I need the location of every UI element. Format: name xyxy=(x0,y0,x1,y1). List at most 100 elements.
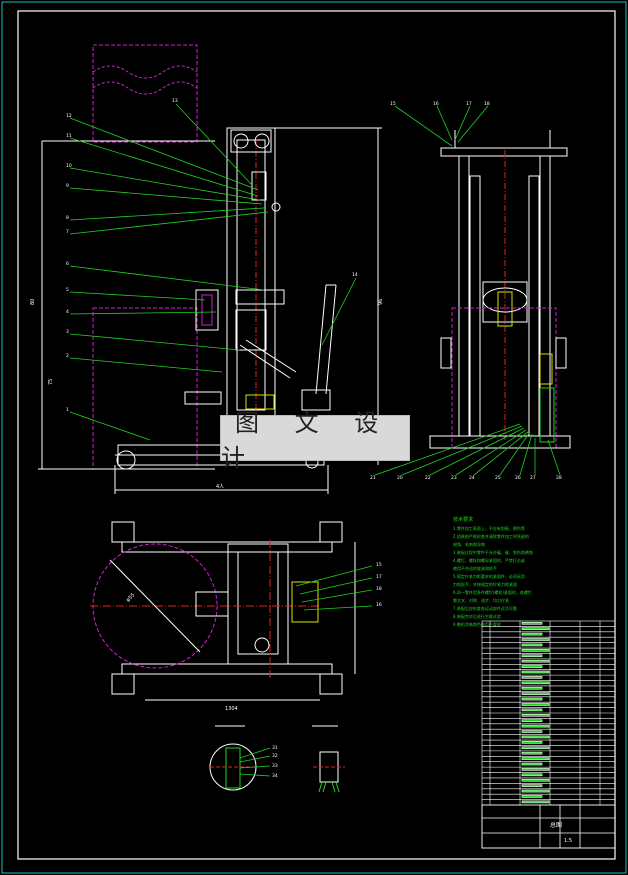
balloon-s-24: 24 xyxy=(469,475,475,481)
parts-list-entry-mark xyxy=(521,670,550,674)
front-view xyxy=(38,44,382,494)
parts-list-entry-mark xyxy=(521,665,543,668)
title-cell: 总图 xyxy=(550,821,562,829)
balloon-f-1: 1 xyxy=(66,407,69,413)
parts-list-entry-mark xyxy=(521,757,550,760)
notes-line: 4.螺钉、螺栓和螺母紧固时，严禁打击或 xyxy=(453,557,525,563)
balloon-s-25: 25 xyxy=(495,475,501,481)
balloon-s-23: 23 xyxy=(451,475,457,481)
parts-list xyxy=(481,620,616,849)
parts-list-entry-mark xyxy=(521,697,543,701)
balloon-f-12: 12 xyxy=(66,113,72,119)
inner-frame xyxy=(17,10,616,860)
parts-list-entry-mark xyxy=(521,692,550,695)
balloon-d-33: 33 xyxy=(272,763,278,769)
parts-list-entry-mark xyxy=(521,768,550,771)
side-view xyxy=(429,130,571,449)
parts-list-entry-mark xyxy=(521,719,543,723)
balloon-s-17: 17 xyxy=(466,101,472,107)
parts-list-entry-mark xyxy=(521,746,550,750)
parts-list-entry-mark xyxy=(521,789,550,793)
parts-list-entry-mark xyxy=(521,649,550,652)
parts-list-entry-mark xyxy=(521,686,543,690)
dim-base-width: 4人 xyxy=(216,484,224,490)
parts-list-entry-mark xyxy=(521,632,543,636)
plan-view xyxy=(90,521,356,701)
notes-line: 使用不合适的旋具和扳手 xyxy=(453,565,497,571)
parts-list-entry-mark xyxy=(521,659,550,663)
notes-line: 需交叉、对称、逐步、均匀拧紧 xyxy=(453,597,509,603)
detail-views xyxy=(209,725,345,793)
detail-leaders xyxy=(239,747,271,777)
dim-left-inner: 75 xyxy=(48,379,54,385)
balloon-f-4: 4 xyxy=(66,309,69,315)
plan-balloons: 15 17 18 16 xyxy=(376,562,382,608)
balloon-f-7: 7 xyxy=(66,229,69,235)
scale-cell: 1:5 xyxy=(564,838,572,844)
balloon-p-15: 15 xyxy=(376,562,382,568)
parts-list-entry-mark xyxy=(521,773,543,777)
balloon-f-14: 14 xyxy=(352,272,358,278)
balloon-s-22: 22 xyxy=(425,475,431,481)
balloon-s-26: 26 xyxy=(515,475,521,481)
parts-list-entry-mark xyxy=(521,638,550,641)
balloon-d-32: 32 xyxy=(272,753,278,759)
balloon-f-5: 5 xyxy=(66,287,69,293)
balloon-d-31: 31 xyxy=(272,745,278,751)
balloon-s-28: 28 xyxy=(556,475,562,481)
notes-line: 锐角、毛刺和异物 xyxy=(453,541,485,547)
side-balloons: 15 16 17 18 21 20 22 23 24 25 26 27 28 xyxy=(370,101,562,481)
notes-line: 3.装配过程中零件不允许磕、碰、划伤和锈蚀 xyxy=(453,549,533,555)
balloon-s-16: 16 xyxy=(433,101,439,107)
dim-right-height: 96 xyxy=(378,299,384,305)
parts-list-entry-mark xyxy=(521,654,543,658)
notes-line: 9.整机涂装颜色按用户要求 xyxy=(453,621,501,627)
plan-leaders xyxy=(295,565,373,611)
dim-top-width: 1304 xyxy=(225,706,238,712)
parts-list-entry-mark xyxy=(521,751,543,755)
technical-notes: 技术要求 1.零件加工表面上，不应有划痕、擦伤等 2.组装前严格检查并清除零件加… xyxy=(453,516,533,627)
balloon-f-6: 6 xyxy=(66,261,69,267)
parts-list-entry-mark xyxy=(521,800,550,804)
balloon-f-3: 3 xyxy=(66,329,69,335)
title-block xyxy=(481,804,616,849)
balloon-s-18: 18 xyxy=(484,101,490,107)
parts-list-entry-mark xyxy=(521,621,543,625)
notes-line: 6.同一零件用多件螺钉(螺栓)紧固时，各螺钉 xyxy=(453,589,532,595)
side-leaders xyxy=(374,105,561,476)
balloon-f-8: 8 xyxy=(66,215,69,221)
balloon-p-17: 17 xyxy=(376,574,382,580)
notes-line: 2.组装前严格检查并清除零件加工时残留的 xyxy=(453,533,529,539)
balloon-f-9: 9 xyxy=(66,183,69,189)
parts-list-entry-mark xyxy=(521,730,543,733)
notes-heading: 技术要求 xyxy=(453,516,473,523)
notes-line: 5.规定拧紧力矩要求的紧固件，必须采用 xyxy=(453,573,525,579)
balloon-s-27: 27 xyxy=(530,475,536,481)
parts-list-entry-mark xyxy=(521,713,550,717)
front-leaders xyxy=(69,103,357,441)
balloon-f-2: 2 xyxy=(66,353,69,359)
balloon-s-20: 20 xyxy=(397,475,403,481)
dim-left-height: 80 xyxy=(30,299,36,305)
parts-list-entry-mark xyxy=(521,724,550,728)
watermark-label: 图 文 设 计 xyxy=(220,409,410,472)
notes-line: 8.装配完毕后进行空载试验 xyxy=(453,613,501,619)
parts-list-entry-mark xyxy=(521,741,543,744)
parts-list-entry-mark xyxy=(521,627,550,631)
balloon-d-34: 34 xyxy=(272,773,278,779)
detail-balloons: 31 32 33 34 xyxy=(272,745,278,779)
balloon-f-13: 13 xyxy=(172,98,178,104)
parts-list-entry-mark xyxy=(521,784,543,787)
parts-list-entry-mark xyxy=(521,795,543,798)
parts-list-entry-mark xyxy=(521,762,543,766)
parts-list-entry-mark xyxy=(521,708,543,712)
dim-circle-dia: φ55 xyxy=(125,592,136,603)
balloon-s-15: 15 xyxy=(390,101,396,107)
parts-list-entry-mark xyxy=(521,735,550,739)
balloon-p-18: 18 xyxy=(376,586,382,592)
parts-list-entry-mark xyxy=(521,681,550,685)
notes-line: 7.装配后应检查各运动部件灵活可靠 xyxy=(453,605,517,611)
balloon-f-10: 10 xyxy=(66,163,72,169)
